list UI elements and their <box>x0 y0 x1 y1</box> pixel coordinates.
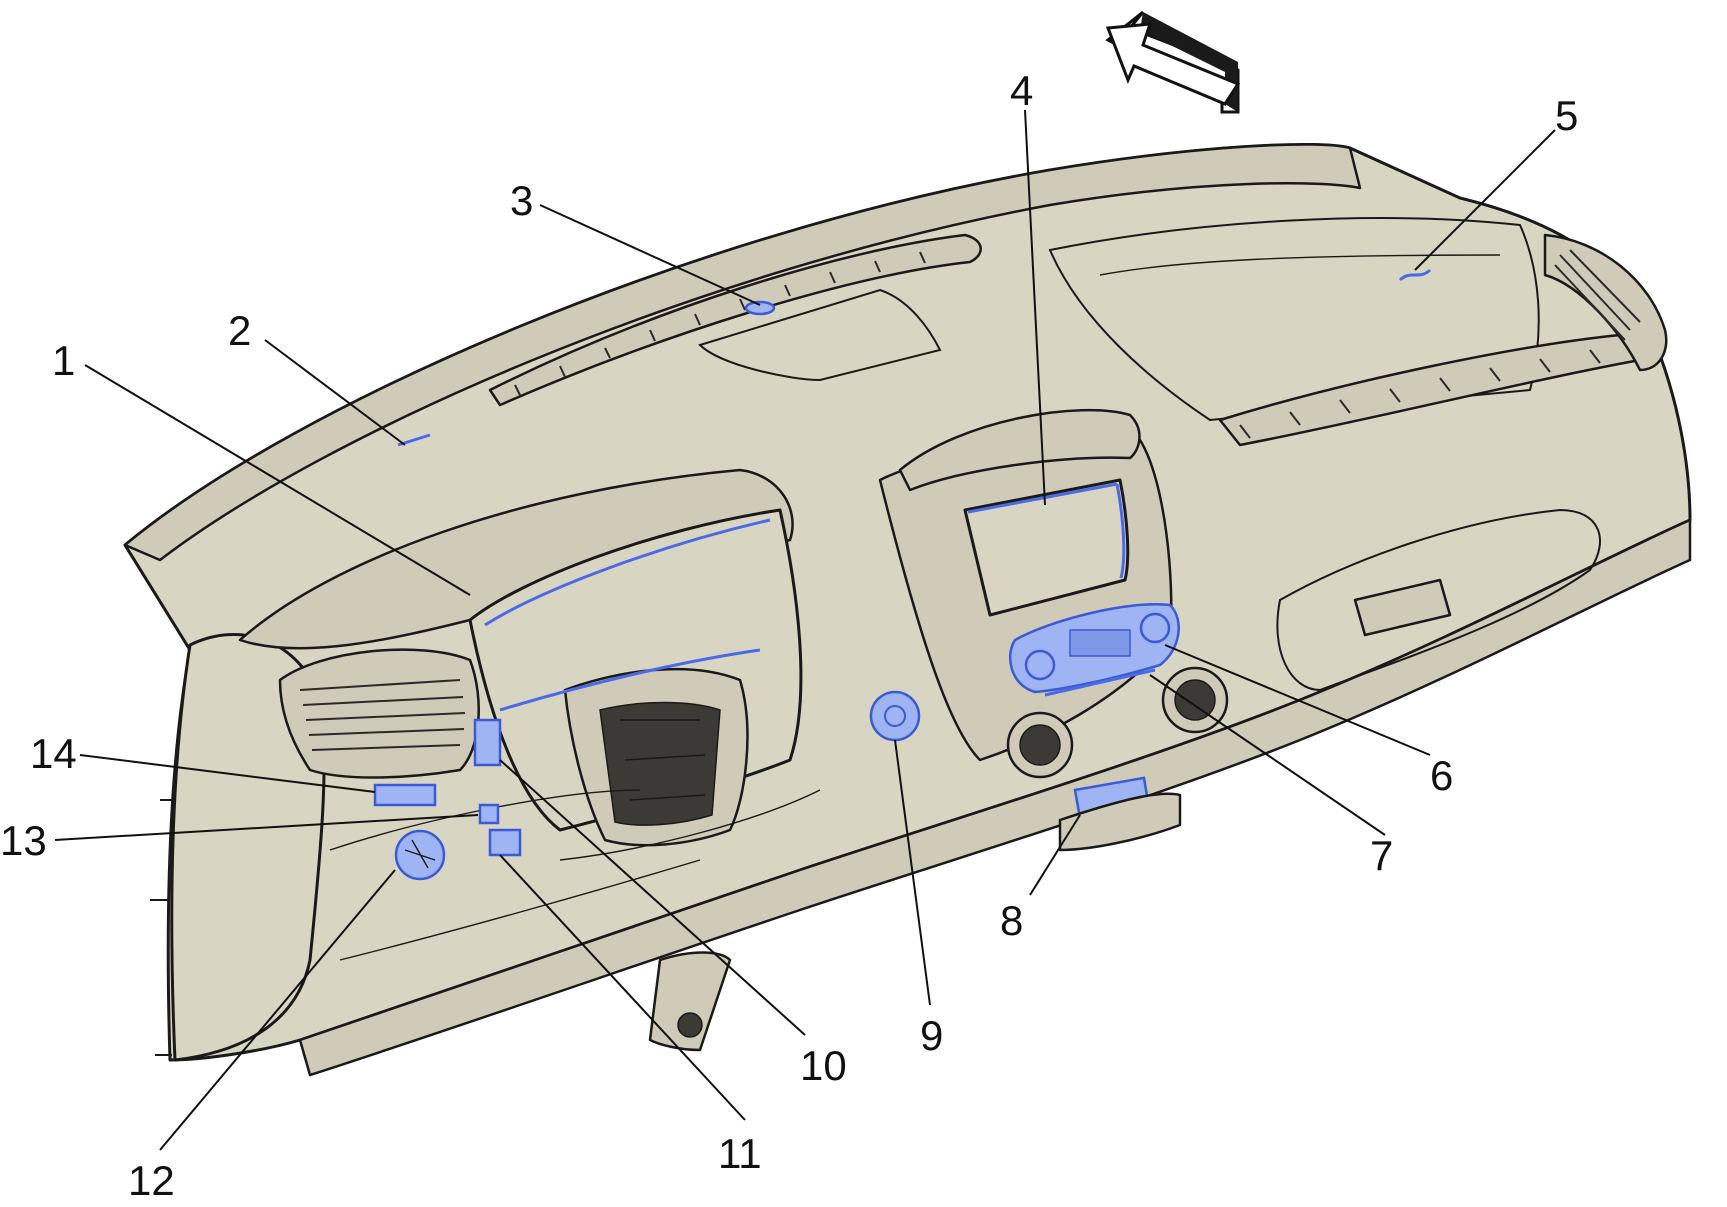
callout-4: 4 <box>1010 67 1033 114</box>
callout-10: 10 <box>800 1042 847 1089</box>
callout-7: 7 <box>1370 832 1393 879</box>
callout-6: 6 <box>1430 752 1453 799</box>
leader-lines <box>54 109 1556 1151</box>
callout-1: 1 <box>52 337 75 384</box>
instrument-panel <box>123 142 1692 1077</box>
forward-direction-arrow-icon <box>1105 10 1241 114</box>
callout-11: 11 <box>718 1130 762 1177</box>
callout-labels: 1 2 3 4 5 6 7 8 9 10 11 12 13 14 <box>0 67 1578 1204</box>
callout-2: 2 <box>228 307 251 354</box>
callout-3: 3 <box>510 177 533 224</box>
callout-14: 14 <box>30 730 77 777</box>
callout-9: 9 <box>920 1012 943 1059</box>
callout-12: 12 <box>128 1157 175 1204</box>
callout-8: 8 <box>1000 897 1023 944</box>
callout-13: 13 <box>0 817 47 864</box>
callout-5: 5 <box>1555 92 1578 139</box>
